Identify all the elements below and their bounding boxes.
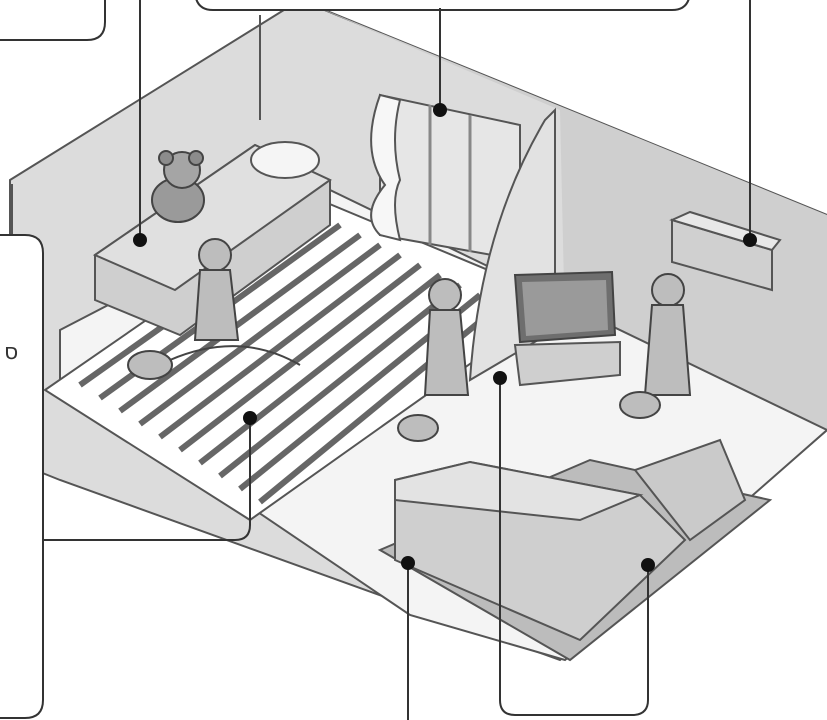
television-icon [515,272,620,385]
teddy-bear-icon [152,151,204,222]
left-callout-text-fragment: ס [4,340,18,365]
